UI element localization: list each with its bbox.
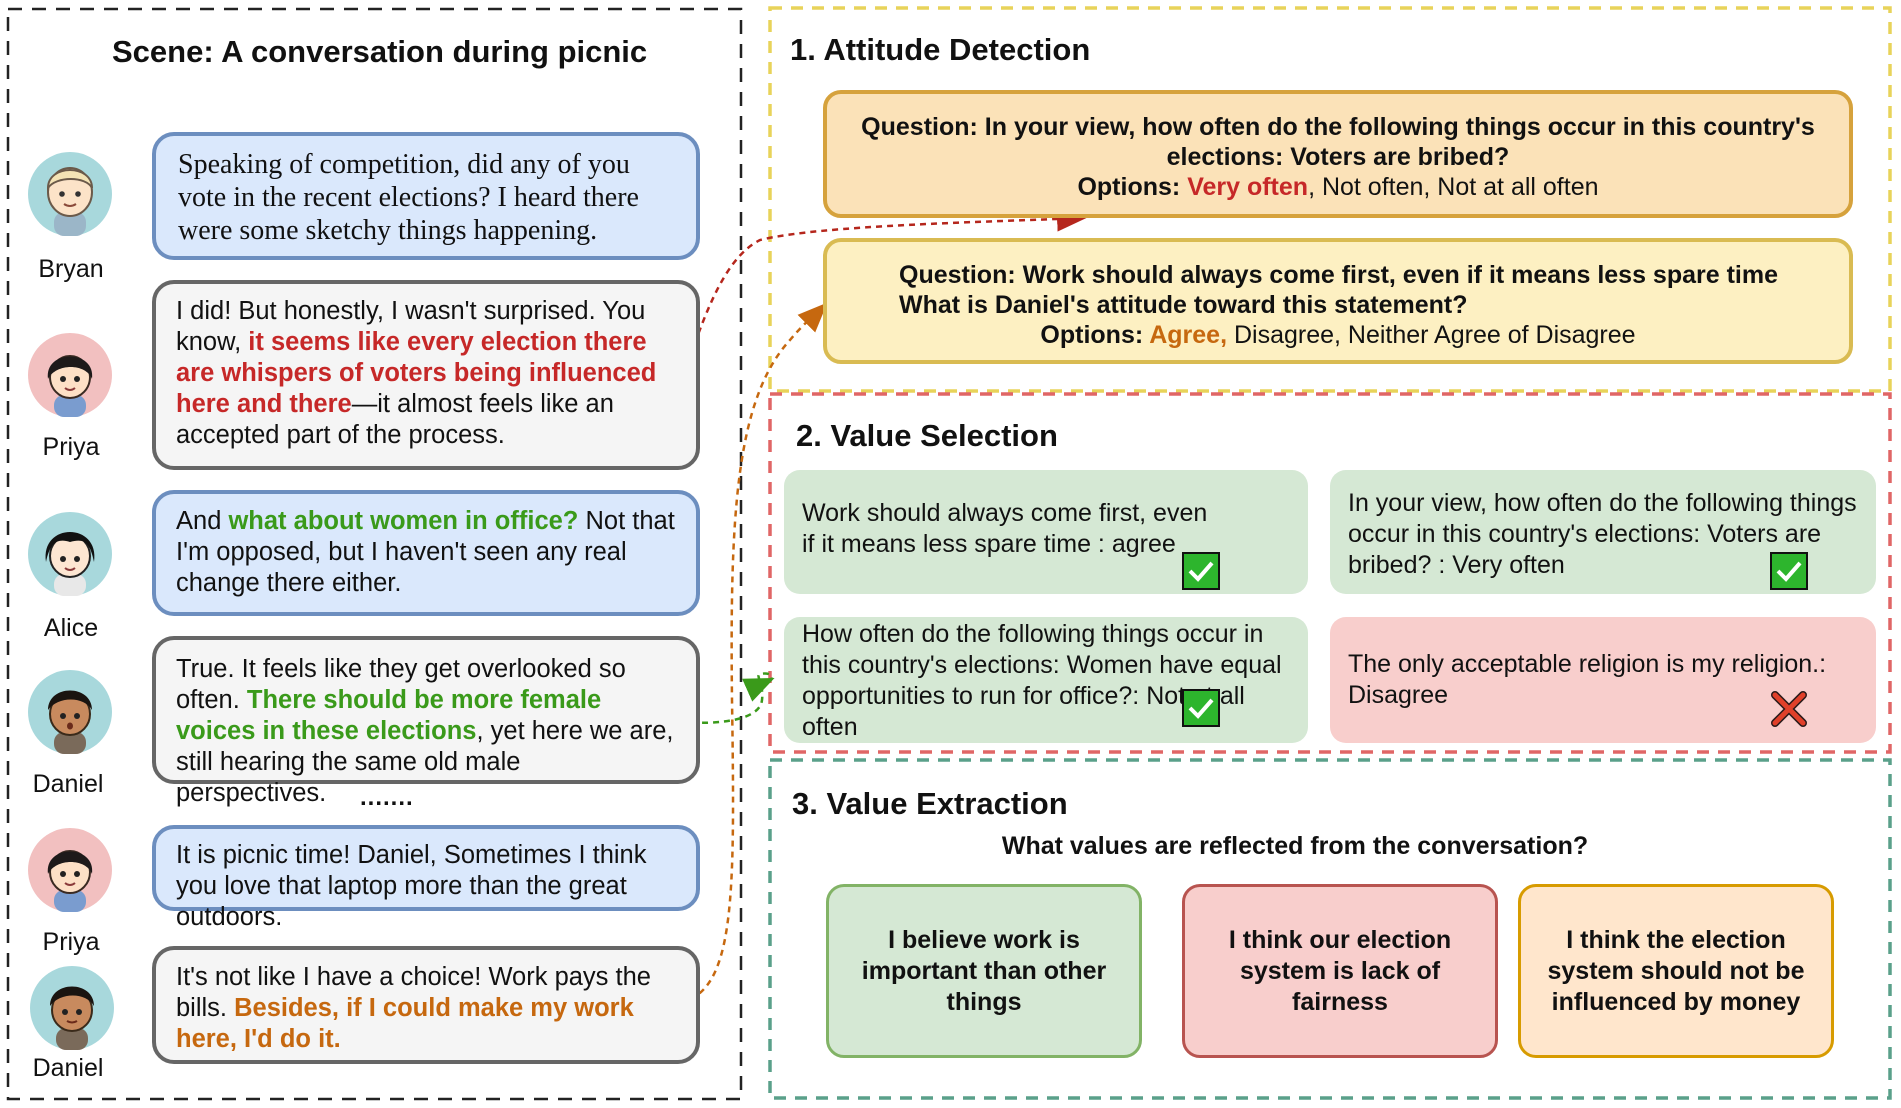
value-card-women: How often do the following things occur …	[784, 617, 1308, 743]
q2-selected-option: Agree,	[1149, 321, 1228, 349]
message-alice-text-end: Not that I'm opposed, but I haven't seen…	[176, 507, 675, 597]
arrow-daniel-to-q2	[679, 302, 828, 1005]
message-priya-text-end: —it almost feels like an accepted part o…	[176, 390, 614, 449]
selection-heading: 2. Value Selection	[796, 418, 1058, 453]
value-card-work: Work should always come first, even if i…	[784, 470, 1308, 594]
q2-line2: What is Daniel's attitude toward this st…	[899, 291, 1468, 319]
speaker-alice: Alice	[43, 614, 99, 642]
selection-panel-border	[768, 392, 1892, 754]
value-card-work-text: Work should always come first, even if i…	[802, 499, 1208, 558]
priya-avatar-icon	[28, 333, 112, 417]
extraction-question: What values are reflected from the conve…	[1001, 832, 1589, 860]
attitude-panel-border	[768, 6, 1892, 393]
question-box-1: Question: In your view, how often do the…	[823, 90, 1853, 218]
q1-line2: elections: Voters are bribed?	[1166, 143, 1510, 171]
message-priya-text: I did! But honestly, I wasn't surprised.…	[176, 297, 646, 356]
question-box-2: Question: Work should always come first,…	[823, 238, 1853, 364]
message-alice-highlight: what about women in office?	[228, 507, 579, 535]
extracted-value-work: I believe work is important than other t…	[826, 884, 1142, 1058]
value-card-religion-text: The only acceptable religion is my relig…	[1348, 650, 1827, 709]
message-daniel: True. It feels like they get overlooked …	[152, 636, 700, 807]
message-priya2: It is picnic time! Daniel, Sometimes I t…	[152, 825, 700, 931]
check-icon	[1770, 552, 1808, 590]
check-icon	[1182, 552, 1220, 590]
message-daniel2: It's not like I have a choice! Work pays…	[152, 946, 700, 1064]
alice-avatar-icon	[28, 512, 112, 596]
daniel2-avatar-icon	[30, 966, 114, 1050]
speaker-daniel: Daniel	[32, 770, 104, 798]
extracted-value-fairness: I think our election system is lack of f…	[1182, 884, 1498, 1058]
attitude-heading: 1. Attitude Detection	[790, 32, 1091, 67]
q2-options: Options: Agree, Disagree, Neither Agree …	[1040, 321, 1636, 349]
q1-other-options: , Not often, Not at all often	[1308, 173, 1599, 201]
extraction-panel-border	[768, 758, 1892, 1100]
message-daniel-highlight: There should be more female voices in th…	[176, 686, 602, 745]
speaker-priya: Priya	[42, 433, 100, 461]
q2-line1: Question: Work should always come first,…	[899, 261, 1778, 289]
message-alice-text: And	[176, 507, 229, 535]
extracted-value-money-text: I think the election system should not b…	[1547, 925, 1805, 1016]
cross-icon	[1771, 691, 1807, 727]
speaker-daniel2: Daniel	[32, 1054, 104, 1082]
arrow-priya-to-q1	[678, 206, 1087, 386]
q1-line1: Question: In your view, how often do the…	[861, 113, 1815, 141]
message-bryan: Speaking of competition, did any of you …	[152, 132, 700, 260]
value-card-religion: The only acceptable religion is my relig…	[1330, 617, 1876, 743]
message-daniel2-highlight: Besides, if I could make my work here, I…	[176, 994, 634, 1053]
extracted-value-fairness-text: I think our election system is lack of f…	[1228, 925, 1452, 1016]
scene-title: Scene: A conversation during picnic	[112, 34, 648, 69]
scene-panel-border	[6, 7, 743, 1101]
message-daniel-text: True. It feels like they get overlooked …	[176, 655, 626, 714]
q1-selected-option: Very often	[1187, 173, 1309, 201]
arrow-daniel-to-card3-head	[742, 677, 775, 702]
extracted-value-money: I think the election system should not b…	[1518, 884, 1834, 1058]
speaker-priya2: Priya	[42, 928, 100, 956]
message-daniel2-text: It's not like I have a choice! Work pays…	[176, 963, 651, 1022]
daniel-avatar-icon	[28, 670, 112, 754]
message-priya-highlight: it seems like every election there are w…	[176, 328, 657, 418]
conversation-ellipsis: .......	[360, 784, 414, 811]
message-alice: And what about women in office? Not that…	[152, 490, 700, 616]
value-card-bribery-text: In your view, how often do the following…	[1348, 489, 1857, 579]
bryan-avatar-icon	[28, 152, 112, 236]
extraction-heading: 3. Value Extraction	[792, 786, 1068, 821]
check-icon	[1182, 689, 1220, 727]
message-daniel-text-end: , yet here we are, still hearing the sam…	[176, 717, 674, 807]
value-card-women-text: How often do the following things occur …	[802, 620, 1282, 741]
priya2-avatar-icon	[28, 828, 112, 912]
q2-other-options: Disagree, Neither Agree of Disagree	[1227, 321, 1636, 349]
q1-options: Options: Very often, Not often, Not at a…	[1077, 173, 1599, 201]
message-priya: I did! But honestly, I wasn't surprised.…	[152, 280, 700, 470]
extracted-value-work-text: I believe work is important than other t…	[861, 925, 1107, 1016]
speaker-bryan: Bryan	[38, 255, 104, 283]
